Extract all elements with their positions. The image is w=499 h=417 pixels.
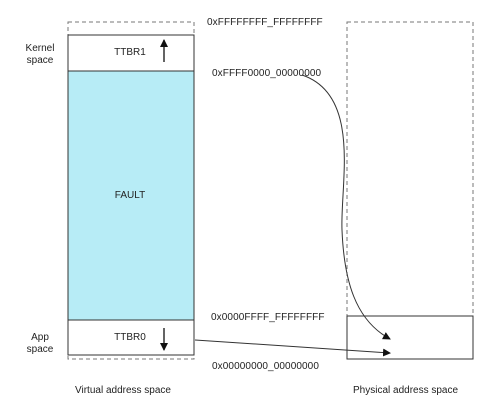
kernel-space-label: Kernel space — [20, 43, 60, 67]
kernel-label-line2: space — [26, 55, 54, 66]
kernel-label-line1: Kernel — [25, 43, 55, 54]
ttbr1-label: TTBR1 — [114, 47, 146, 58]
fault-label: FAULT — [114, 190, 146, 201]
address-kernel-base: 0xFFFF0000_00000000 — [212, 68, 322, 79]
address-bottom: 0x00000000_00000000 — [212, 361, 320, 372]
app-label-line1: App — [31, 332, 49, 343]
physical-space-caption: Physical address space — [353, 385, 459, 396]
ttbr0-label: TTBR0 — [114, 332, 146, 343]
address-app-top: 0x0000FFFF_FFFFFFFF — [211, 312, 325, 323]
physical-memory-block — [346, 315, 474, 360]
app-mapping-arrow — [194, 339, 391, 357]
fault-region — [67, 70, 195, 321]
kernel-mapping-arrow — [301, 74, 391, 340]
address-top: 0xFFFFFFFF_FFFFFFFF — [207, 17, 323, 28]
virtual-space-caption: Virtual address space — [75, 385, 171, 396]
app-space-label: App space — [20, 332, 60, 356]
app-label-line2: space — [26, 344, 54, 355]
ttbr0-region — [67, 319, 195, 356]
physical-space-outline — [346, 21, 474, 360]
